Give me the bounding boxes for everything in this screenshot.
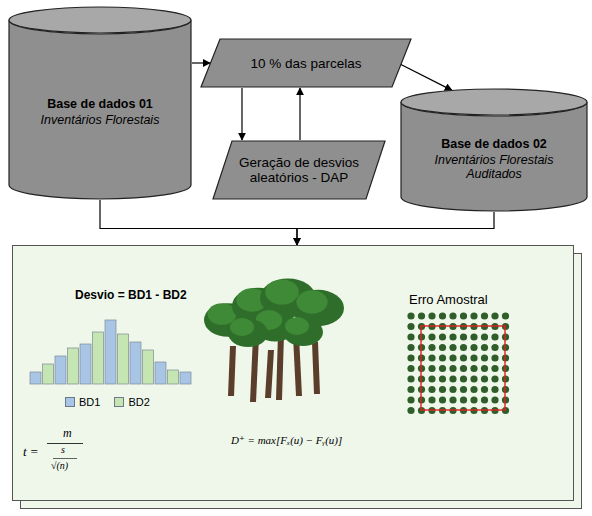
formula-text: D⁺ = max[Fₓ(u) − Fᵧ(u)] xyxy=(231,434,342,447)
data-parallelogram: Geração de desvios aleatórios - DAP xyxy=(212,140,386,200)
connector-arrow xyxy=(192,62,210,63)
connector-arrow xyxy=(100,200,297,245)
node-title: Geração de desvios aleatórios - DAP xyxy=(238,155,360,185)
node-subtitle: Inventários Florestais Auditados xyxy=(414,153,574,181)
node-subtitle: Inventários Florestais xyxy=(41,113,160,127)
panel-heading: Desvio = BD1 - BD2 xyxy=(75,288,187,302)
database-cylinder: Base de dados 01 Inventários Florestais xyxy=(8,6,192,200)
formula-text: m xyxy=(63,426,72,441)
connector-arrow xyxy=(398,63,452,90)
connector-arrow xyxy=(297,212,494,245)
legend-swatch xyxy=(114,397,124,407)
connector-arrow xyxy=(241,88,242,140)
legend-item: BD1 xyxy=(65,396,100,408)
result-panel: Desvio = BD1 - BD2 Erro AmostralBD1 BD2 t =… xyxy=(12,245,574,501)
formula-text: s xyxy=(61,444,65,455)
node-title: 10 % das parcelas xyxy=(250,56,361,71)
legend-text: BD2 xyxy=(128,396,149,408)
data-parallelogram: 10 % das parcelas xyxy=(200,38,412,88)
node-title: Base de dados 02 xyxy=(441,137,547,151)
panel-heading: Erro Amostral xyxy=(409,292,488,307)
panel-illustration xyxy=(13,246,573,500)
legend-swatch xyxy=(65,397,75,407)
node-title: Base de dados 01 xyxy=(47,97,153,111)
formula-text: t = xyxy=(23,444,39,460)
legend: BD1 BD2 xyxy=(65,396,164,408)
connector-arrow xyxy=(299,88,300,140)
legend-item: BD2 xyxy=(114,396,149,408)
formula-text: √(n) xyxy=(51,460,68,471)
legend-text: BD1 xyxy=(79,396,100,408)
database-cylinder: Base de dados 02 Inventários Florestais A… xyxy=(400,88,588,212)
